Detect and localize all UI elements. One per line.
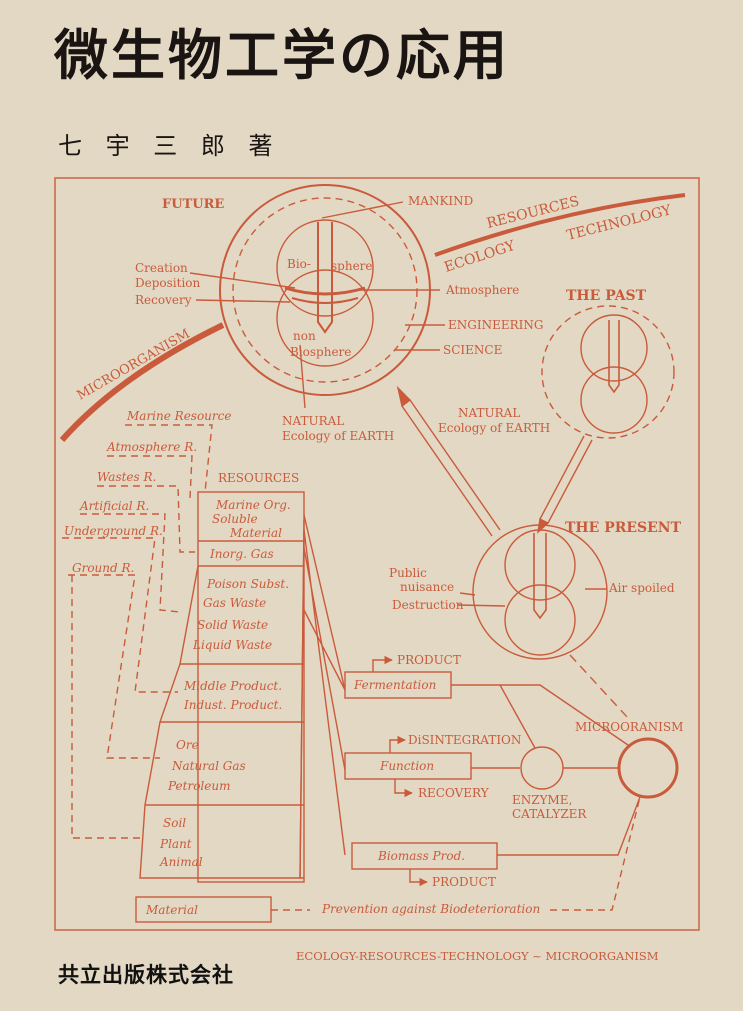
diagram-frame	[54, 177, 700, 931]
box-natural-gas: Natural Gas	[171, 759, 246, 773]
engineering-label: ENGINEERING	[448, 318, 543, 332]
ecology-earth-label-2: Ecology of EARTH	[438, 421, 550, 435]
creation-label: Creation	[135, 261, 188, 275]
prevention-label: Prevention against Biodeterioration	[321, 902, 540, 916]
the-past-label: THE PAST	[566, 288, 647, 304]
product-label-2: PRODUCT	[432, 875, 496, 889]
enzyme-label: ENZYME,	[512, 793, 572, 807]
box-solid-waste: Solid Waste	[197, 618, 268, 632]
box-soluble: Soluble	[212, 512, 258, 526]
nuisance-label: nuisance	[400, 580, 454, 594]
natural-label-2: NATURAL	[458, 406, 520, 420]
resources-box	[197, 491, 305, 883]
destruction-label: Destruction	[392, 598, 464, 612]
ecology-earth-label-1: Ecology of EARTH	[282, 429, 394, 443]
resources-title: RESOURCES	[218, 471, 299, 485]
box-poison: Poison Subst.	[206, 577, 289, 591]
biomass-box	[351, 842, 498, 870]
the-present-label: THE PRESENT	[565, 520, 682, 536]
product-label-1: PRODUCT	[397, 653, 461, 667]
material-box-label: Material	[145, 903, 198, 917]
past-dashed-circle	[541, 305, 675, 439]
r-label-marine: Marine Resource	[126, 409, 231, 423]
box-animal: Animal	[159, 855, 203, 869]
book-title: 微生物工学の応用	[54, 23, 510, 87]
atmosphere-label: Atmosphere	[445, 283, 519, 297]
disintegration-label: DiSINTEGRATION	[408, 733, 521, 747]
science-label: SCIENCE	[443, 343, 502, 357]
box-gas-waste: Gas Waste	[203, 596, 266, 610]
microoranism-circle	[617, 737, 679, 799]
microorganism-band	[59, 322, 225, 442]
sphere-label: sphere	[331, 259, 373, 273]
box-petroleum: Petroleum	[167, 779, 230, 793]
r-label-wastes: Wastes R.	[97, 470, 156, 484]
resources-band	[434, 193, 686, 257]
mankind-label: MANKIND	[408, 194, 473, 208]
public-label: Public	[389, 566, 427, 580]
publisher-name: 共立出版株式会社	[58, 963, 234, 987]
ecology-band-label: ECOLOGY	[442, 238, 517, 276]
r-label-artificial: Artificial R.	[79, 499, 149, 513]
biosphere-label: Biosphere	[290, 345, 351, 359]
box-inorg-gas: Inorg. Gas	[209, 547, 274, 561]
box-material: Material	[229, 526, 282, 540]
box-soil: Soil	[163, 816, 186, 830]
box-middle: Middle Product.	[183, 679, 282, 693]
enzyme-circle	[520, 746, 564, 790]
fermentation-label: Fermentation	[353, 678, 436, 692]
microorganism-band-label: MICROORGANISM	[75, 327, 193, 404]
box-liquid-waste: Liquid Waste	[192, 638, 272, 652]
non-label: non	[293, 329, 316, 343]
r-label-ground: Ground R.	[72, 561, 134, 575]
present-circle	[472, 524, 608, 660]
box-marine-org: Marine Org.	[215, 498, 291, 512]
box-indust: Indust. Product.	[183, 698, 282, 712]
function-label: Function	[379, 759, 434, 773]
author-name: 七 宇 三 郎 著	[58, 132, 281, 160]
box-ore: Ore	[176, 738, 199, 752]
technology-band-label: TECHNOLOGY	[565, 202, 674, 244]
future-label: FUTURE	[162, 197, 224, 212]
natural-label-1: NATURAL	[282, 414, 344, 428]
function-box	[344, 752, 472, 780]
biomass-label: Biomass Prod.	[377, 849, 465, 863]
microoranism-label: MICROORANISM	[575, 720, 683, 734]
r-label-underground: Underground R.	[64, 524, 163, 538]
recovery-label-2: RECOVERY	[418, 786, 490, 800]
air-spoiled-label: Air spoiled	[608, 581, 675, 595]
bio-label: Bio-	[287, 257, 311, 271]
footer-caption: ECOLOGY-RESOURCES-TECHNOLOGY ~ MICROORGA…	[296, 949, 659, 963]
box-plant: Plant	[159, 837, 192, 851]
recovery-label: Recovery	[135, 293, 192, 307]
r-label-atmosphere: Atmosphere R.	[106, 440, 197, 454]
deposition-label: Deposition	[135, 276, 201, 290]
catalyzer-label: CATALYZER	[512, 807, 587, 821]
